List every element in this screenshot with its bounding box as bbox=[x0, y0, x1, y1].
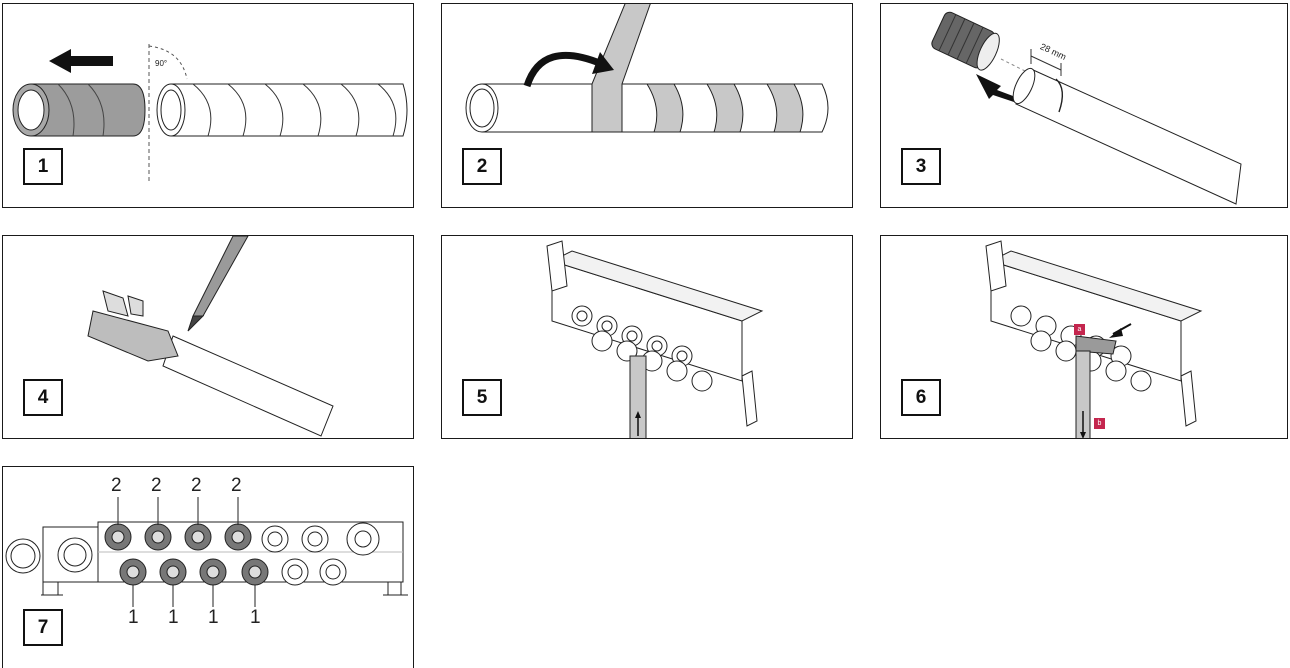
marker-pen-icon bbox=[188, 236, 248, 331]
panel-step-4: 4 bbox=[2, 235, 414, 439]
callout-top-2: 2 bbox=[151, 475, 162, 497]
arrow-left-icon bbox=[49, 49, 113, 73]
step-number: 1 bbox=[23, 148, 63, 185]
callout-top-3: 2 bbox=[191, 475, 202, 497]
callout-top-4: 2 bbox=[231, 475, 242, 497]
step-number: 7 bbox=[23, 609, 63, 646]
tag-a: a bbox=[1074, 324, 1085, 335]
insertion-tool-icon bbox=[930, 10, 1004, 73]
step-number: 2 bbox=[462, 148, 502, 185]
manifold-insert-illustration bbox=[442, 236, 853, 439]
measure-label: 28 mm bbox=[1039, 41, 1068, 62]
pipe-mark-illustration bbox=[3, 236, 414, 439]
panel-step-6: a b 6 bbox=[880, 235, 1288, 439]
manifold-front-illustration bbox=[3, 467, 414, 668]
callout-bottom-3: 1 bbox=[208, 607, 219, 629]
step-number: 3 bbox=[901, 148, 941, 185]
manifold-remove-illustration bbox=[881, 236, 1288, 439]
tag-b: b bbox=[1094, 418, 1105, 429]
callout-bottom-2: 1 bbox=[168, 607, 179, 629]
step-number: 4 bbox=[23, 379, 63, 416]
panel-step-2: 2 bbox=[441, 3, 853, 208]
pipe-cut-illustration: 90° bbox=[3, 4, 414, 208]
angle-label: 90° bbox=[155, 59, 167, 68]
panel-step-7: 2 2 2 2 1 1 1 1 7 bbox=[2, 466, 414, 668]
pipe-measure-illustration: 28 mm bbox=[881, 4, 1288, 208]
panel-step-1: 90° 1 bbox=[2, 3, 414, 208]
step-number: 5 bbox=[462, 379, 502, 416]
callout-bottom-1: 1 bbox=[128, 607, 139, 629]
panel-step-3: 28 mm 3 bbox=[880, 3, 1288, 208]
step-number: 6 bbox=[901, 379, 941, 416]
callout-bottom-4: 1 bbox=[250, 607, 261, 629]
callout-top-1: 2 bbox=[111, 475, 122, 497]
tape-wrap-illustration bbox=[442, 4, 853, 208]
panel-step-5: 5 bbox=[441, 235, 853, 439]
